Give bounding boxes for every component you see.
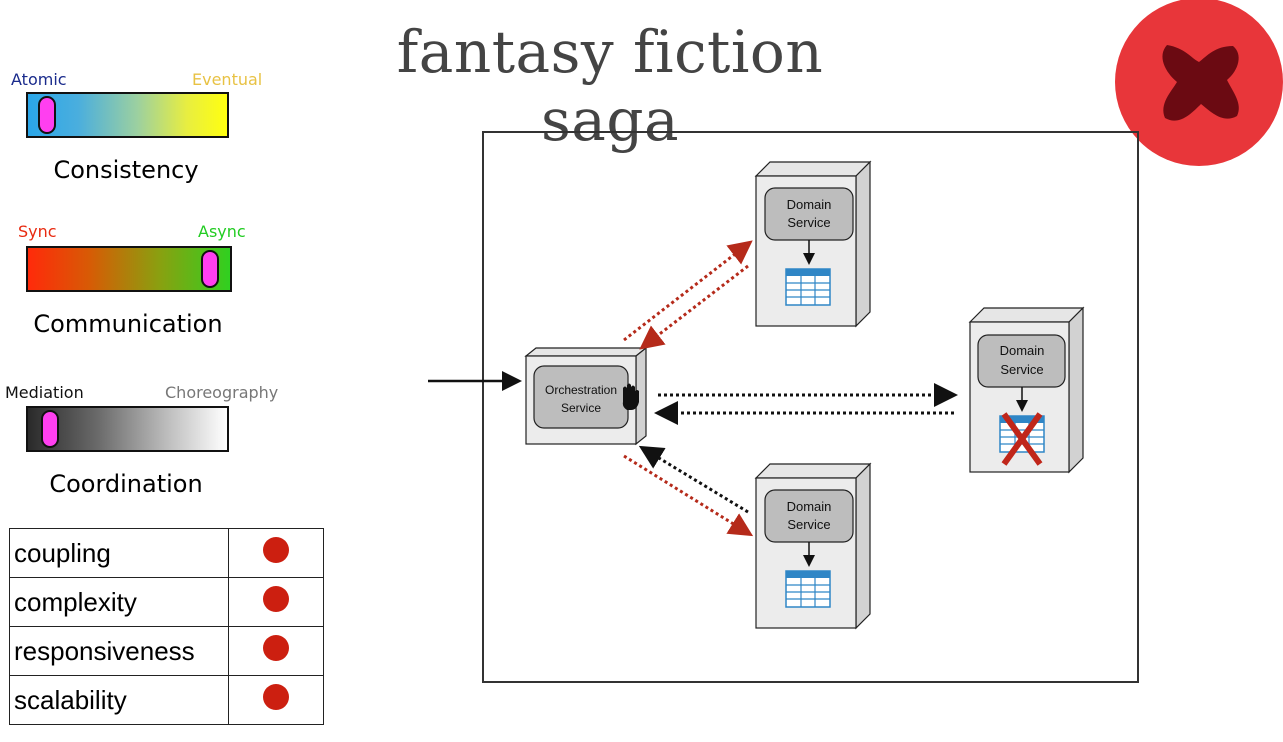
coordination-left-label: Mediation (5, 383, 84, 402)
orchestrator-label-1: Orchestration (545, 383, 617, 397)
flow-arrow-to-bottom (623, 454, 754, 537)
table-row: responsiveness (9, 626, 324, 676)
flow-arrow-from-bottom (638, 445, 749, 514)
hand-cursor-icon (622, 383, 639, 410)
rating-dot (263, 536, 289, 563)
domain-service-top: Domain Service (754, 160, 872, 328)
coordination-title: Coordination (49, 470, 203, 498)
consistency-title: Consistency (53, 156, 199, 184)
coordination-right-label: Choreography (165, 383, 279, 402)
communication-title: Communication (33, 310, 223, 338)
coordination-bar (26, 406, 229, 452)
domain-right-label-2: Service (1000, 362, 1043, 377)
orchestrator-label-2: Service (561, 401, 601, 415)
communication-right-label: Async (198, 222, 246, 241)
diagram-frame (482, 131, 1139, 683)
consistency-slider-thumb[interactable] (38, 96, 56, 134)
failed-x-icon (1001, 412, 1043, 466)
metric-rating (228, 577, 324, 627)
domain-bottom-label-2: Service (787, 517, 830, 532)
domain-service-bottom: Domain Service (754, 462, 872, 630)
communication-left-label: Sync (18, 222, 57, 241)
metric-label: coupling (9, 528, 229, 578)
domain-bottom-label-1: Domain (787, 499, 832, 514)
orchestrator-node: Orchestration Service (524, 346, 648, 446)
domain-top-label-2: Service (787, 215, 830, 230)
communication-bar (26, 246, 232, 292)
flow-arrow-to-top (623, 240, 753, 342)
domain-service-right: Domain Service (968, 306, 1085, 474)
metric-label: complexity (9, 577, 229, 627)
rating-dot (263, 585, 289, 612)
metric-label: responsiveness (9, 626, 229, 676)
flow-arrow-from-top (639, 264, 749, 350)
database-icon (785, 268, 831, 306)
metric-rating (228, 675, 324, 725)
tradeoff-table: coupling complexity responsiveness scala… (9, 528, 324, 725)
rating-dot (263, 634, 289, 661)
coordination-slider-thumb[interactable] (41, 410, 59, 448)
rating-dot (263, 683, 289, 710)
domain-right-label-1: Domain (1000, 343, 1045, 358)
domain-top-label-1: Domain (787, 197, 832, 212)
metric-rating (228, 528, 324, 578)
table-row: scalability (9, 675, 324, 725)
metric-rating (228, 626, 324, 676)
table-row: complexity (9, 577, 324, 627)
database-icon (785, 570, 831, 608)
communication-slider-thumb[interactable] (201, 250, 219, 288)
slide-title: fantasy fiction saga (396, 18, 824, 154)
table-row: coupling (9, 528, 324, 578)
consistency-bar (26, 92, 229, 138)
consistency-right-label: Eventual (192, 70, 263, 89)
failure-x-icon (1115, 0, 1283, 166)
consistency-left-label: Atomic (11, 70, 67, 89)
